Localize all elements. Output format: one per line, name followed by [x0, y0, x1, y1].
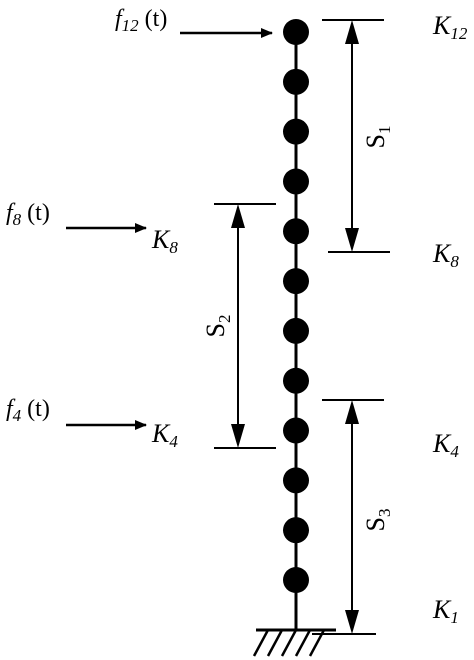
mass-node-1	[283, 567, 309, 593]
force-f4-label: f4 (t)	[6, 396, 50, 425]
span-s3-label: S3	[361, 509, 394, 532]
mass-node-4	[283, 417, 309, 444]
mass-nodes	[283, 19, 309, 593]
mass-node-3	[283, 467, 309, 494]
label-k1: K1	[432, 595, 459, 627]
force-f12-label: f12 (t)	[115, 6, 167, 35]
force-f12: f12 (t)	[115, 6, 273, 38]
mass-node-10	[283, 118, 309, 145]
label-k4-right: K4	[432, 429, 459, 461]
label-k4-left: K4	[151, 419, 178, 451]
mass-node-6	[283, 317, 309, 344]
mass-node-2	[283, 517, 309, 544]
force-f8: f8 (t) K8	[6, 200, 178, 257]
span-s2: S2	[201, 203, 276, 449]
label-k8-right: K8	[432, 239, 459, 271]
mass-node-11	[283, 68, 309, 95]
mass-node-5	[283, 367, 309, 394]
force-f8-label: f8 (t)	[6, 200, 50, 229]
mass-node-8	[283, 218, 309, 245]
span-s2-label: S2	[201, 315, 234, 338]
mass-node-12	[283, 19, 309, 45]
label-k8-left: K8	[151, 225, 178, 257]
span-s3: S3	[312, 399, 394, 635]
mass-node-7	[283, 268, 309, 295]
span-s1-label: S1	[361, 126, 394, 149]
force-f4: f4 (t) K4	[6, 396, 178, 451]
mass-node-9	[283, 168, 309, 195]
label-k12: K12	[432, 11, 468, 43]
span-s1: S1	[322, 19, 394, 253]
